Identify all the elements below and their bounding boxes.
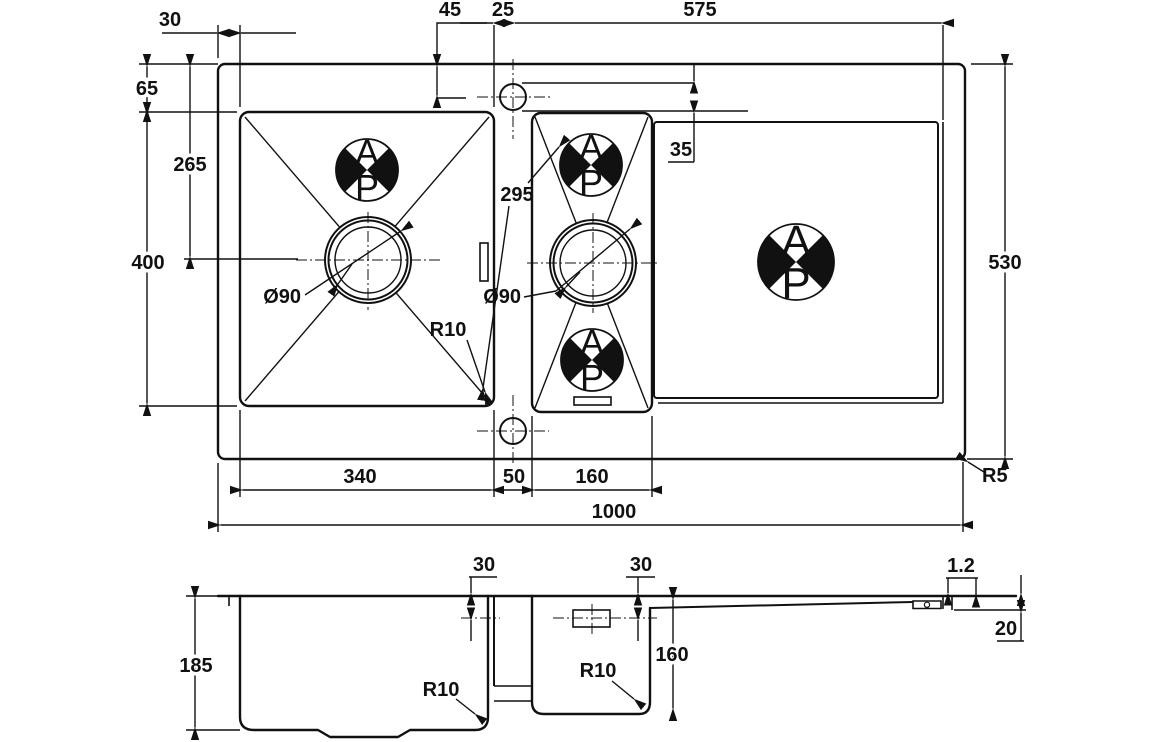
dim-bowl-center: 265 (173, 154, 206, 176)
dim-edge-offset: 30 (159, 9, 181, 31)
dim-rim-radius: R5 (982, 465, 1008, 487)
dim-divider: 50 (503, 466, 525, 488)
ap-symbol-half-bottom: A P (560, 322, 624, 398)
ap-letter-p: P (580, 357, 604, 398)
half-drain (527, 213, 657, 313)
dim-overall-front-back: 530 (988, 252, 1021, 274)
dim-half-overflow: 30 (630, 554, 652, 576)
dim-half-bowl-width: 160 (575, 466, 608, 488)
dim-ledge-step: 35 (670, 139, 692, 161)
rear-ledge-lines (522, 82, 748, 112)
drainer (653, 121, 944, 404)
ap-symbol-drainer: A P (757, 217, 835, 308)
section-dimensions: 185 160 30 30 1.2 20 R10 R10 (176, 554, 1026, 740)
half-overflow-section (553, 604, 657, 634)
main-drain (296, 212, 440, 310)
dim-half-depth: 160 (655, 644, 688, 666)
ap-symbol-main: A P (335, 132, 399, 208)
dim-bowl-front-back: 400 (131, 252, 164, 274)
dim-half-radius: R10 (580, 660, 617, 682)
dim-tap-setback: 45 (439, 0, 461, 21)
dim-drainer-lip: 20 (995, 618, 1017, 640)
dim-main-depth: 185 (179, 655, 212, 677)
drainer-section (649, 596, 1026, 611)
half-bowl-section (530, 594, 652, 716)
dim-main-radius: R10 (423, 679, 460, 701)
ap-symbol-half-top: A P (559, 127, 623, 203)
ap-letter-p: P (579, 162, 603, 203)
dim-diagonal-ref: 295 (500, 184, 533, 206)
half-bowl-overflow (573, 396, 612, 406)
dim-rim-to-bowl: 65 (136, 78, 158, 100)
tap-hole (477, 59, 551, 139)
dim-overall-width: 1000 (592, 501, 637, 523)
dim-main-overflow: 30 (473, 554, 495, 576)
dim-bowl-radius: R10 (430, 319, 467, 341)
dim-half-drain: Ø90 (483, 286, 521, 308)
front-hole (477, 395, 549, 464)
sink-outer-rim (216, 62, 967, 461)
ap-letter-a: A (580, 322, 604, 363)
ap-letter-a: A (781, 217, 811, 266)
dim-main-bowl-width: 340 (343, 466, 376, 488)
ap-letter-a: A (579, 127, 603, 168)
dim-main-drain: Ø90 (263, 286, 301, 308)
ap-letter-a: A (355, 132, 379, 173)
main-bowl-section (238, 594, 490, 739)
main-bowl-overflow (479, 242, 489, 282)
dim-tap-to-right: 575 (683, 0, 716, 21)
dim-tap-offset: 25 (492, 0, 514, 21)
dim-sheet-thickness: 1.2 (947, 555, 975, 577)
section-view (216, 594, 1026, 739)
ap-letter-p: P (781, 259, 810, 308)
plan-dimensions: 30 45 25 575 65 265 400 530 35 (128, 0, 1025, 532)
ap-letter-p: P (355, 167, 379, 208)
